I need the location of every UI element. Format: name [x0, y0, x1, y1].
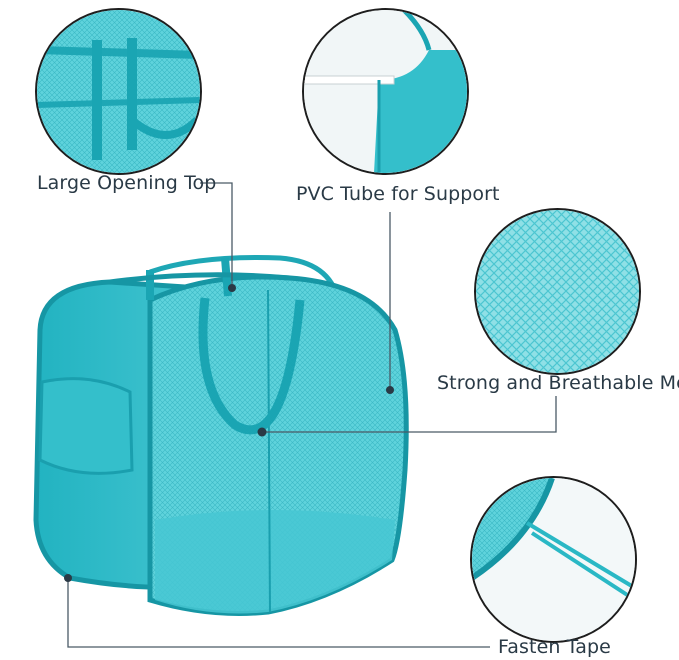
detail-circle-mesh — [474, 208, 641, 375]
detail-circle-top-opening — [35, 8, 202, 175]
detail-circle-fasten-tape — [470, 476, 637, 643]
label-mesh: Strong and Breathable Mesh — [437, 372, 679, 394]
fasten-tape-detail-image — [472, 478, 635, 641]
label-large-opening-top: Large Opening Top — [37, 172, 217, 194]
label-fasten-tape: Fasten Tape — [498, 636, 611, 658]
label-pvc-tube: PVC Tube for Support — [296, 183, 500, 205]
mesh-detail-image — [476, 210, 639, 373]
pvc-tube-detail-image — [304, 10, 467, 173]
top-opening-detail-image — [37, 10, 200, 173]
detail-circle-pvc-tube — [302, 8, 469, 175]
